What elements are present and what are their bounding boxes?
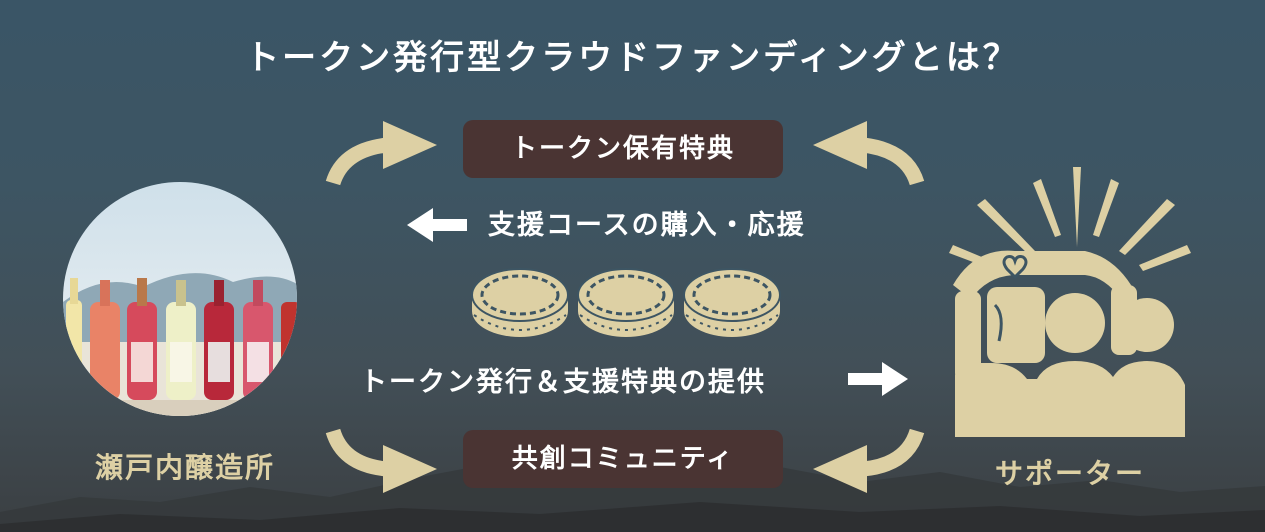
token-issue-label: トークン発行＆支援特典の提供: [360, 360, 766, 399]
brewery-label: 瀬戸内醸造所: [60, 446, 310, 486]
coin-icon: [576, 265, 676, 340]
coin-icon: [682, 265, 782, 340]
page-title: トークン発行型クラウドファンディングとは？: [0, 30, 1265, 79]
brewery-photo: [63, 182, 297, 416]
token-benefit-box: トークン保有特典: [463, 120, 783, 178]
curved-arrow-icon: [325, 425, 445, 500]
coin-icon: [470, 265, 570, 340]
supporter-label: サポーター: [960, 452, 1180, 492]
curved-arrow-icon: [805, 115, 925, 190]
left-arrow-icon: [407, 208, 467, 242]
supporters-icon: [935, 165, 1195, 445]
purchase-support-label: 支援コースの購入・応援: [488, 203, 806, 242]
curved-arrow-icon: [325, 115, 445, 190]
co-creation-community-box: 共創コミュニティ: [463, 430, 783, 488]
right-arrow-icon: [848, 362, 908, 396]
curved-arrow-icon: [805, 425, 925, 500]
